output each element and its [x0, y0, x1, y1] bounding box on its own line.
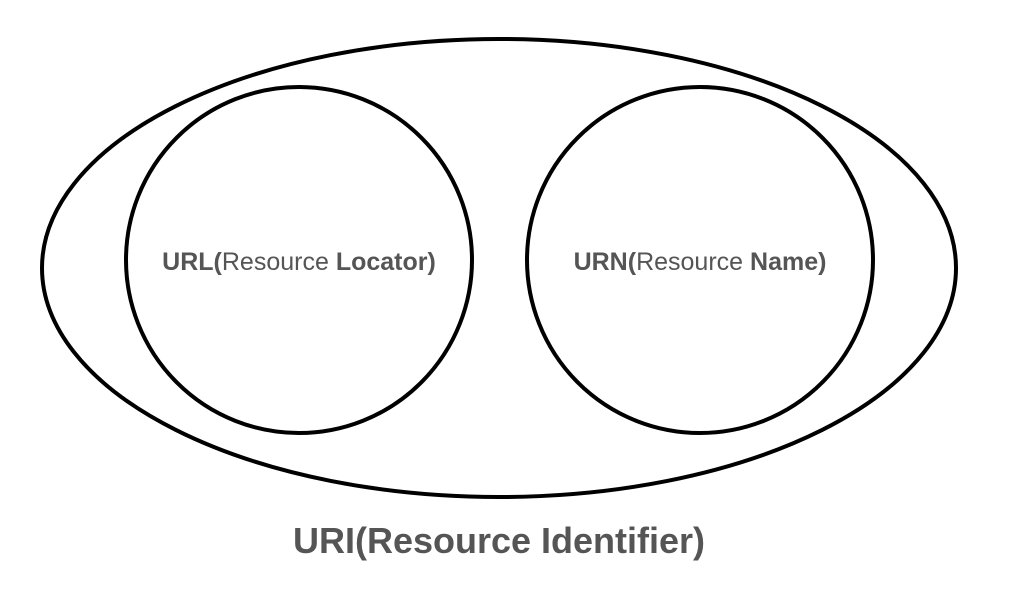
url-label-resource: Resource — [222, 248, 336, 276]
uri-label: URI(Resource Identifier) — [293, 520, 705, 561]
urn-label: URN(Resource Name) — [574, 248, 827, 276]
url-circle — [124, 85, 474, 435]
url-label-suffix: Locator) — [336, 248, 436, 276]
uri-ellipse — [40, 37, 958, 499]
urn-circle — [525, 85, 875, 435]
url-label-prefix: URL( — [162, 248, 222, 276]
urn-label-suffix: Name) — [750, 248, 826, 276]
url-label: URL(Resource Locator) — [162, 248, 436, 276]
urn-label-prefix: URN( — [574, 248, 637, 276]
urn-label-resource: Resource — [636, 248, 750, 276]
